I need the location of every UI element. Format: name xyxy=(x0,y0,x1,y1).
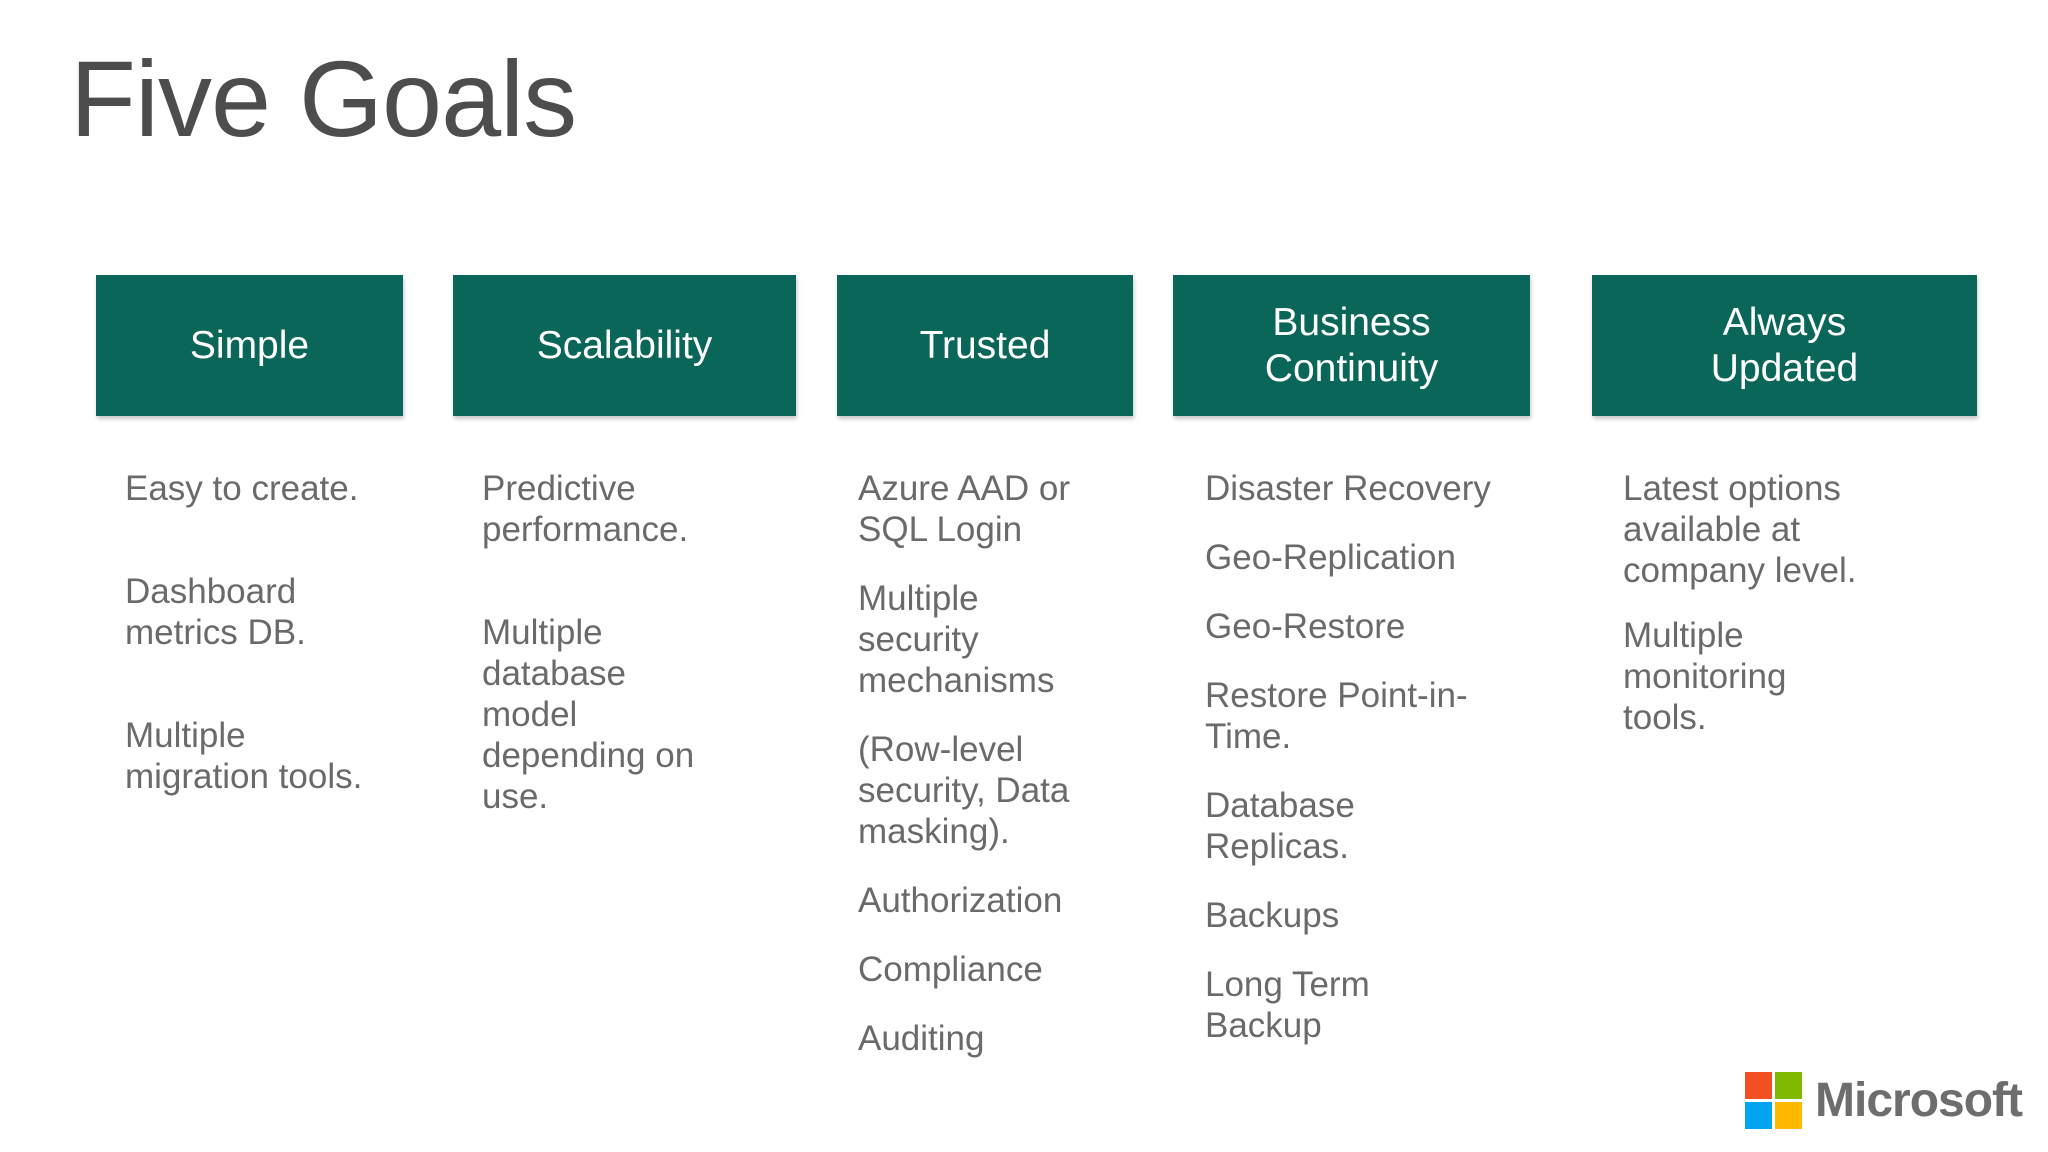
column-item: Easy to create. xyxy=(125,469,359,508)
column-item: Authorization xyxy=(858,881,1063,920)
logo-square-yellow xyxy=(1775,1102,1802,1129)
column-item: Long Term Backup xyxy=(1205,965,1370,1045)
header-label: Simple xyxy=(189,323,310,367)
column-item: Predictive performance. xyxy=(482,469,689,549)
header-box-always-updated: Always Updated xyxy=(1592,275,1977,416)
column-item: Latest options available at company leve… xyxy=(1623,469,1857,590)
column-item: Backups xyxy=(1205,896,1340,935)
column-items: Predictive performance. Multiple database… xyxy=(482,468,796,817)
column-item: Geo-Restore xyxy=(1205,607,1406,646)
header-label: Always Updated xyxy=(1710,300,1859,390)
column-always-updated: Always Updated Latest options available … xyxy=(1592,275,1977,762)
microsoft-wordmark: Microsoft xyxy=(1815,1074,2023,1127)
column-item: Auditing xyxy=(858,1019,985,1058)
microsoft-squares-icon xyxy=(1745,1072,1802,1129)
logo-square-blue xyxy=(1745,1102,1772,1129)
column-items: Latest options available at company leve… xyxy=(1623,468,1977,738)
column-simple: Simple Easy to create. Dashboard metrics … xyxy=(96,275,403,859)
logo-square-red xyxy=(1745,1072,1772,1099)
column-item: Multiple security mechanisms xyxy=(858,579,1055,700)
column-scalability: Scalability Predictive performance. Multi… xyxy=(453,275,796,879)
slide-title: Five Goals xyxy=(70,38,577,159)
column-items: Easy to create. Dashboard metrics DB. Mult… xyxy=(125,468,403,797)
column-item: Geo-Replication xyxy=(1205,538,1456,577)
column-item: Multiple database model depending on use… xyxy=(482,613,695,816)
header-box-scalability: Scalability xyxy=(453,275,796,416)
column-item: Azure AAD or SQL Login xyxy=(858,469,1071,549)
header-box-simple: Simple xyxy=(96,275,403,416)
header-label: Trusted xyxy=(919,323,1051,367)
header-label: Scalability xyxy=(536,323,713,367)
logo-square-green xyxy=(1775,1072,1802,1099)
column-item: Compliance xyxy=(858,950,1043,989)
column-item: Multiple monitoring tools. xyxy=(1623,616,1787,737)
column-item: Multiple migration tools. xyxy=(125,716,363,796)
column-item: Database Replicas. xyxy=(1205,786,1355,866)
column-item: (Row-level security, Data masking). xyxy=(858,730,1070,851)
column-item: Dashboard metrics DB. xyxy=(125,572,306,652)
column-item: Disaster Recovery xyxy=(1205,469,1491,508)
column-item: Restore Point-in- Time. xyxy=(1205,676,1468,756)
header-label: Business Continuity xyxy=(1264,300,1439,390)
header-box-business-continuity: Business Continuity xyxy=(1173,275,1530,416)
header-box-trusted: Trusted xyxy=(837,275,1133,416)
microsoft-logo: Microsoft xyxy=(1745,1072,2023,1129)
